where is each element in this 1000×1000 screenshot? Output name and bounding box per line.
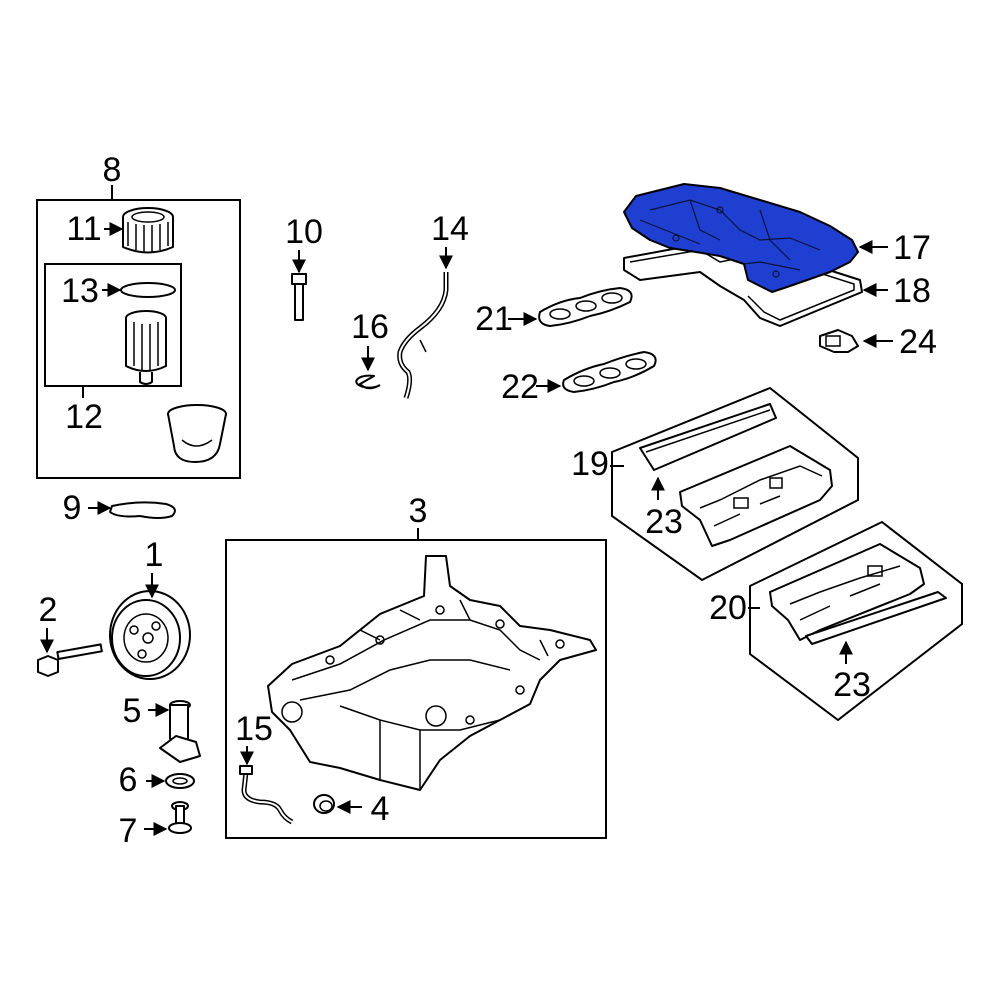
washer-6[interactable] <box>165 773 195 789</box>
intake-gasket-22[interactable] <box>562 351 657 393</box>
oil-filter-housing[interactable] <box>167 404 227 463</box>
group-20: 20 23 <box>709 520 963 722</box>
oil-filter-group: 8 11 13 12 <box>36 151 241 479</box>
sensor-24[interactable] <box>819 329 859 353</box>
callout-23-a: 23 <box>645 503 683 541</box>
callout-19: 19 <box>571 445 609 483</box>
retaining-clip[interactable] <box>355 374 381 390</box>
callout-18: 18 <box>893 272 931 310</box>
group-box-20 <box>749 520 963 722</box>
callout-16: 16 <box>351 308 389 346</box>
callout-15: 15 <box>235 710 273 748</box>
callout-9: 9 <box>63 489 82 527</box>
intake-gasket-21[interactable] <box>538 287 633 327</box>
callout-6: 6 <box>119 761 138 799</box>
intake-manifold[interactable] <box>623 183 859 293</box>
callout-8: 8 <box>103 151 122 189</box>
callout-23-b: 23 <box>833 666 871 704</box>
group-box-12 <box>44 263 182 387</box>
callout-5: 5 <box>123 692 142 730</box>
oil-tube-15[interactable] <box>241 771 294 825</box>
callout-22: 22 <box>501 368 539 406</box>
callout-20: 20 <box>709 589 747 627</box>
gasket-20[interactable] <box>805 591 947 645</box>
callout-14: 14 <box>431 210 469 248</box>
callout-21: 21 <box>475 300 513 338</box>
group-19: 19 23 <box>571 386 859 582</box>
valve-cover-seal-19[interactable] <box>639 403 777 471</box>
group-box-8 <box>36 199 241 479</box>
callout-17: 17 <box>893 229 931 267</box>
o-ring[interactable] <box>120 282 176 298</box>
callout-2: 2 <box>39 591 58 629</box>
bolt-10[interactable] <box>291 273 307 321</box>
harmonic-balancer[interactable] <box>109 590 191 680</box>
oil-filter-cap[interactable] <box>122 207 174 254</box>
oil-pan[interactable] <box>267 555 597 791</box>
oil-filter-element[interactable] <box>125 310 167 385</box>
callout-24: 24 <box>899 323 937 361</box>
callout-11: 11 <box>66 210 101 248</box>
callout-1: 1 <box>145 536 164 574</box>
drain-plug[interactable] <box>313 794 335 814</box>
oil-level-sensor[interactable] <box>159 700 201 763</box>
callout-4: 4 <box>371 790 390 828</box>
bolt-7[interactable] <box>168 801 192 834</box>
dipstick-tube[interactable] <box>397 272 449 399</box>
callout-12: 12 <box>65 398 103 436</box>
callout-10: 10 <box>285 213 323 251</box>
gasket-9[interactable] <box>109 501 176 519</box>
callout-3: 3 <box>409 492 428 530</box>
group-box-19 <box>611 386 859 582</box>
group-3: 3 15 4 <box>225 492 607 839</box>
valve-cover-19[interactable] <box>679 445 833 547</box>
bolt-2[interactable] <box>37 643 103 677</box>
callout-13: 13 <box>61 272 99 310</box>
valve-cover-20[interactable] <box>769 543 925 641</box>
callout-7: 7 <box>119 812 138 850</box>
group-box-3 <box>225 539 607 839</box>
